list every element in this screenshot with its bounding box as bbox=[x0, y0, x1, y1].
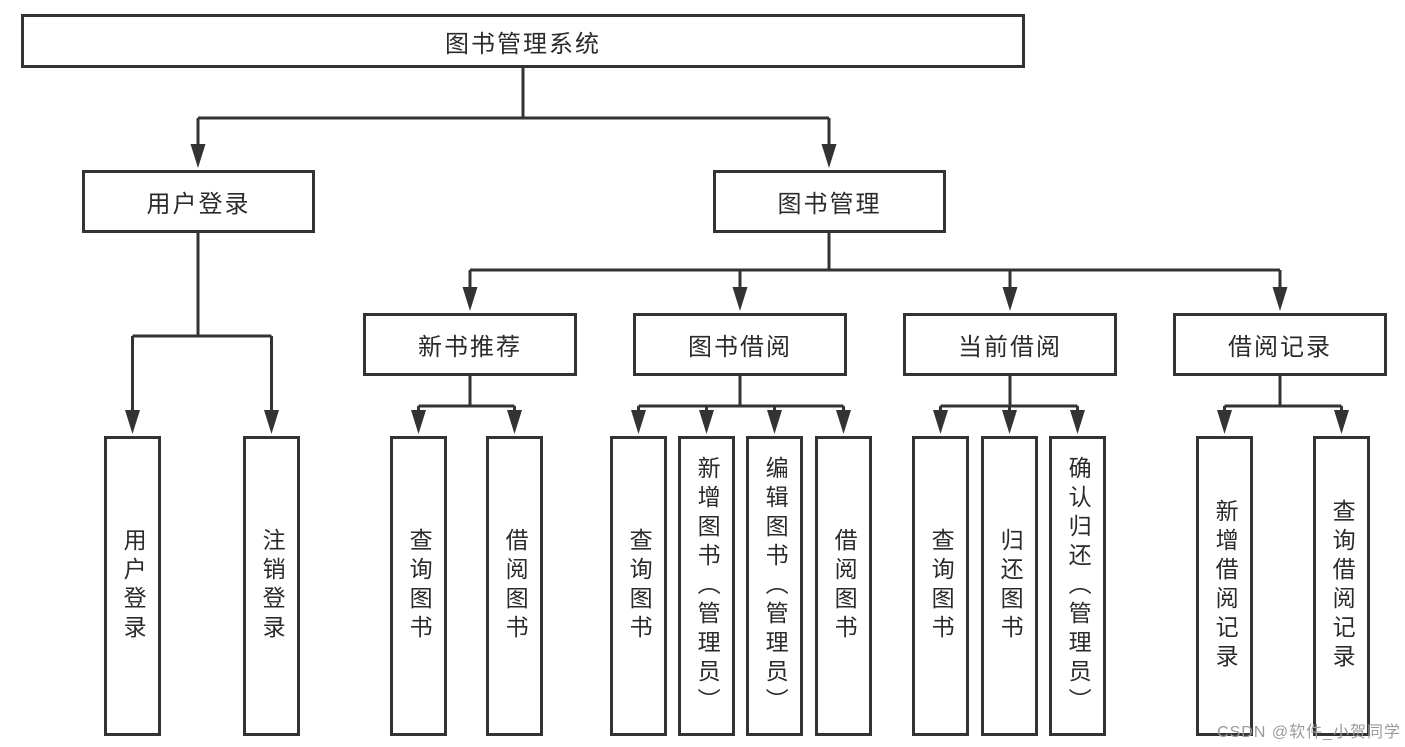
leaf-borrow-books-borrowing: 借阅图书 bbox=[815, 436, 872, 736]
node-current-borrowing: 当前借阅 bbox=[903, 313, 1117, 376]
node-book-management: 图书管理 bbox=[713, 170, 946, 233]
node-label: 借阅图书 bbox=[502, 528, 529, 644]
node-new-book-recommendation: 新书推荐 bbox=[363, 313, 577, 376]
csdn-watermark: CSDN @软件_小贺同学 bbox=[1217, 724, 1401, 741]
leaf-user-login: 用户登录 bbox=[104, 436, 161, 736]
node-label: 图书管理系统 bbox=[445, 30, 601, 58]
node-book-borrowing: 图书借阅 bbox=[633, 313, 847, 376]
node-label: 借阅记录 bbox=[1228, 334, 1332, 361]
node-library-management-system: 图书管理系统 bbox=[21, 14, 1025, 68]
node-label: 编辑图书（管理员） bbox=[762, 455, 789, 717]
node-user-login: 用户登录 bbox=[82, 170, 315, 233]
leaf-query-books-current: 查询图书 bbox=[912, 436, 969, 736]
node-label: 查询图书 bbox=[406, 528, 433, 644]
node-label: 归还图书 bbox=[997, 528, 1024, 644]
leaf-add-books-admin: 新增图书（管理员） bbox=[678, 436, 735, 736]
node-label: 新增借阅记录 bbox=[1212, 499, 1239, 673]
node-label: 用户登录 bbox=[146, 191, 251, 218]
leaf-add-borrow-records: 新增借阅记录 bbox=[1196, 436, 1253, 736]
leaf-logout-login: 注销登录 bbox=[243, 436, 300, 736]
node-borrowing-records: 借阅记录 bbox=[1173, 313, 1387, 376]
node-label: 确认归还（管理员） bbox=[1065, 455, 1092, 717]
node-label: 查询借阅记录 bbox=[1329, 499, 1356, 673]
node-label: 借阅图书 bbox=[831, 528, 858, 644]
leaf-query-books-borrowing: 查询图书 bbox=[610, 436, 667, 736]
node-label: 查询图书 bbox=[626, 528, 653, 644]
node-label: 查询图书 bbox=[928, 528, 955, 644]
leaf-borrow-books-recommend: 借阅图书 bbox=[486, 436, 543, 736]
node-label: 图书借阅 bbox=[688, 334, 792, 361]
leaf-confirm-return-admin: 确认归还（管理员） bbox=[1049, 436, 1106, 736]
leaf-query-borrow-records: 查询借阅记录 bbox=[1313, 436, 1370, 736]
leaf-edit-books-admin: 编辑图书（管理员） bbox=[746, 436, 803, 736]
leaf-query-books-recommend: 查询图书 bbox=[390, 436, 447, 736]
leaf-return-books: 归还图书 bbox=[981, 436, 1038, 736]
node-label: 新增图书（管理员） bbox=[694, 455, 721, 717]
node-label: 注销登录 bbox=[259, 528, 286, 644]
node-label: 用户登录 bbox=[120, 528, 147, 644]
node-label: 图书管理 bbox=[777, 191, 882, 218]
node-label: 新书推荐 bbox=[418, 334, 522, 361]
node-label: 当前借阅 bbox=[958, 334, 1062, 361]
